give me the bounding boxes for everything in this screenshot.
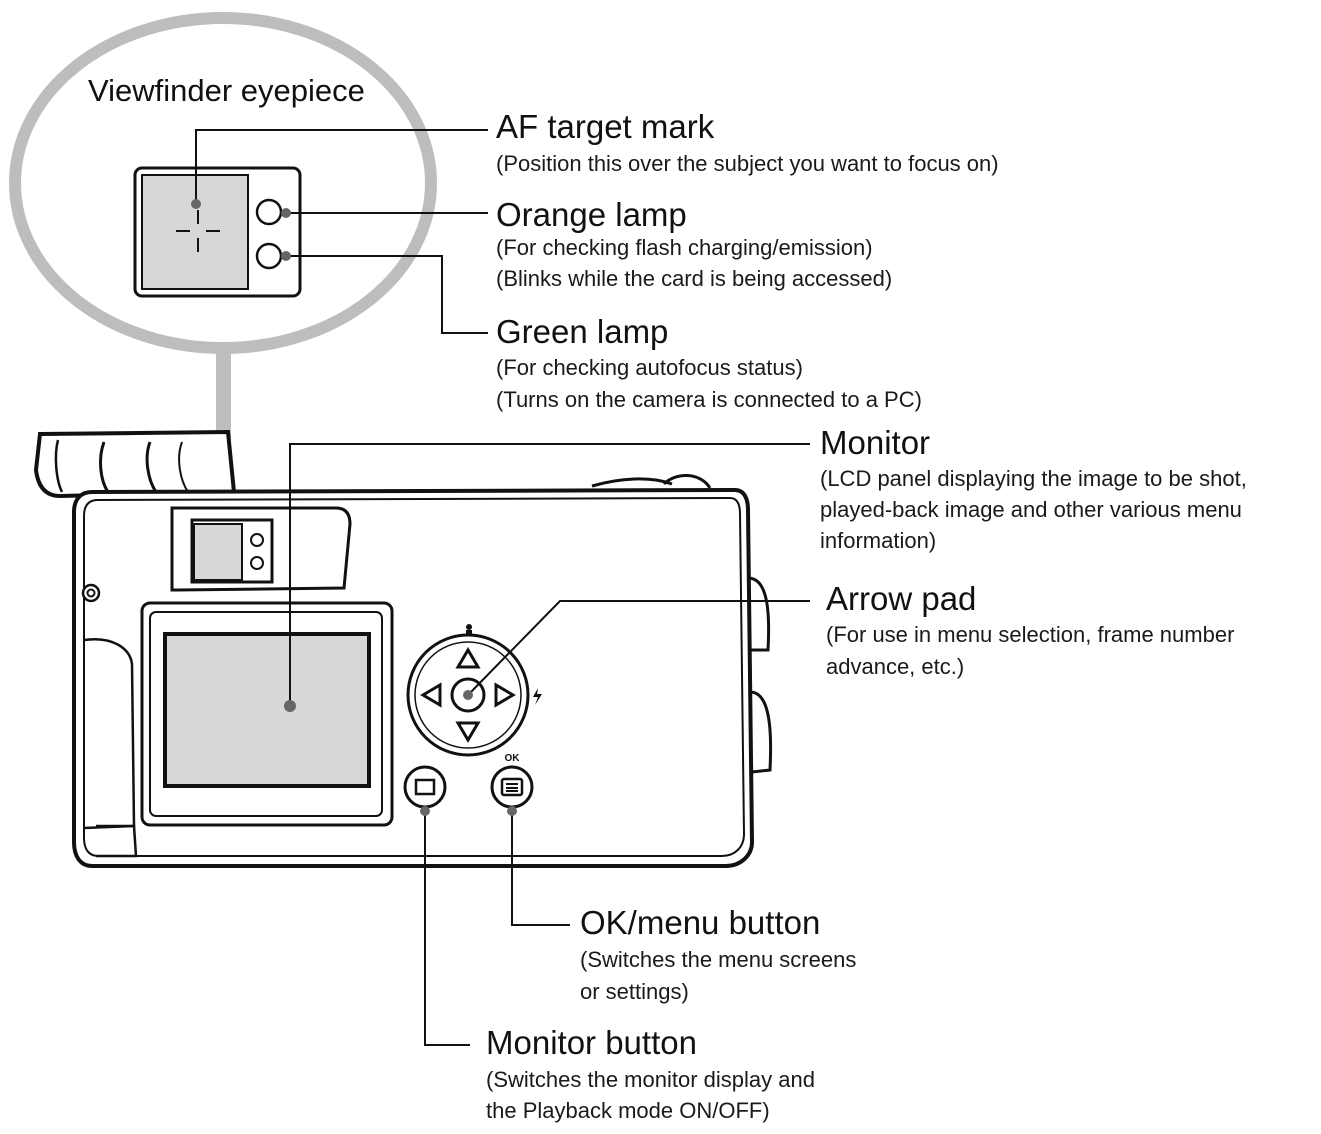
monitor-button-desc-2: the Playback mode ON/OFF) bbox=[486, 1098, 770, 1123]
arrow-pad-desc-1: (For use in menu selection, frame number bbox=[826, 622, 1235, 647]
arrow-left-icon bbox=[420, 682, 442, 708]
green-lamp-desc-1: (For checking autofocus status) bbox=[496, 355, 803, 380]
macro-icon bbox=[466, 624, 472, 634]
leader-monitor bbox=[289, 443, 810, 706]
arrow-up-icon bbox=[455, 647, 481, 669]
monitor-button-icon bbox=[414, 778, 436, 796]
ok-menu-button-title: OK/menu button bbox=[580, 904, 821, 941]
af-target-mark-icon bbox=[176, 210, 220, 252]
monitor-button-title: Monitor button bbox=[486, 1024, 697, 1061]
af-target-title: AF target mark bbox=[496, 108, 715, 145]
green-lamp-title: Green lamp bbox=[496, 313, 669, 350]
leader-ok-menu-button bbox=[511, 811, 570, 926]
leader-af-target bbox=[195, 129, 488, 204]
arrow-right-icon bbox=[494, 682, 516, 708]
orange-lamp-title: Orange lamp bbox=[496, 196, 687, 233]
ok-label: OK bbox=[505, 753, 521, 764]
monitor-button-desc-1: (Switches the monitor display and bbox=[486, 1067, 815, 1092]
leader-lines bbox=[191, 129, 810, 1046]
leader-monitor-button bbox=[424, 811, 470, 1046]
af-target-desc-1: (Position this over the subject you want… bbox=[496, 151, 999, 176]
leader-green-lamp bbox=[286, 255, 488, 334]
leader-arrow-pad bbox=[467, 600, 810, 696]
monitor-desc-3: information) bbox=[820, 528, 937, 553]
ok-menu-button bbox=[490, 765, 534, 809]
arrow-pad-desc-2: advance, etc.) bbox=[826, 654, 965, 679]
monitor-lcd bbox=[140, 601, 394, 827]
ok-menu-button-desc-1: (Switches the menu screens bbox=[580, 947, 857, 972]
viewfinder-magnified bbox=[133, 166, 302, 298]
orange-lamp-icon bbox=[255, 198, 283, 226]
monitor-title: Monitor bbox=[820, 424, 931, 461]
monitor-desc-1: (LCD panel displaying the image to be sh… bbox=[820, 466, 1247, 491]
green-lamp-icon bbox=[255, 242, 283, 270]
green-lamp-desc-2: (Turns on the camera is connected to a P… bbox=[496, 387, 922, 412]
viewfinder-label: Viewfinder eyepiece bbox=[88, 73, 365, 108]
body-viewfinder bbox=[170, 506, 352, 592]
orange-lamp-desc-2: (Blinks while the card is being accessed… bbox=[496, 266, 893, 291]
orange-lamp-desc-1: (For checking flash charging/emission) bbox=[496, 235, 873, 260]
flash-icon bbox=[533, 688, 542, 705]
ok-menu-button-desc-2: or settings) bbox=[580, 979, 689, 1004]
arrow-pad-title: Arrow pad bbox=[826, 580, 977, 617]
monitor-desc-2: played-back image and other various menu bbox=[820, 497, 1242, 522]
arrow-down-icon bbox=[455, 721, 481, 743]
monitor-button bbox=[403, 765, 447, 809]
